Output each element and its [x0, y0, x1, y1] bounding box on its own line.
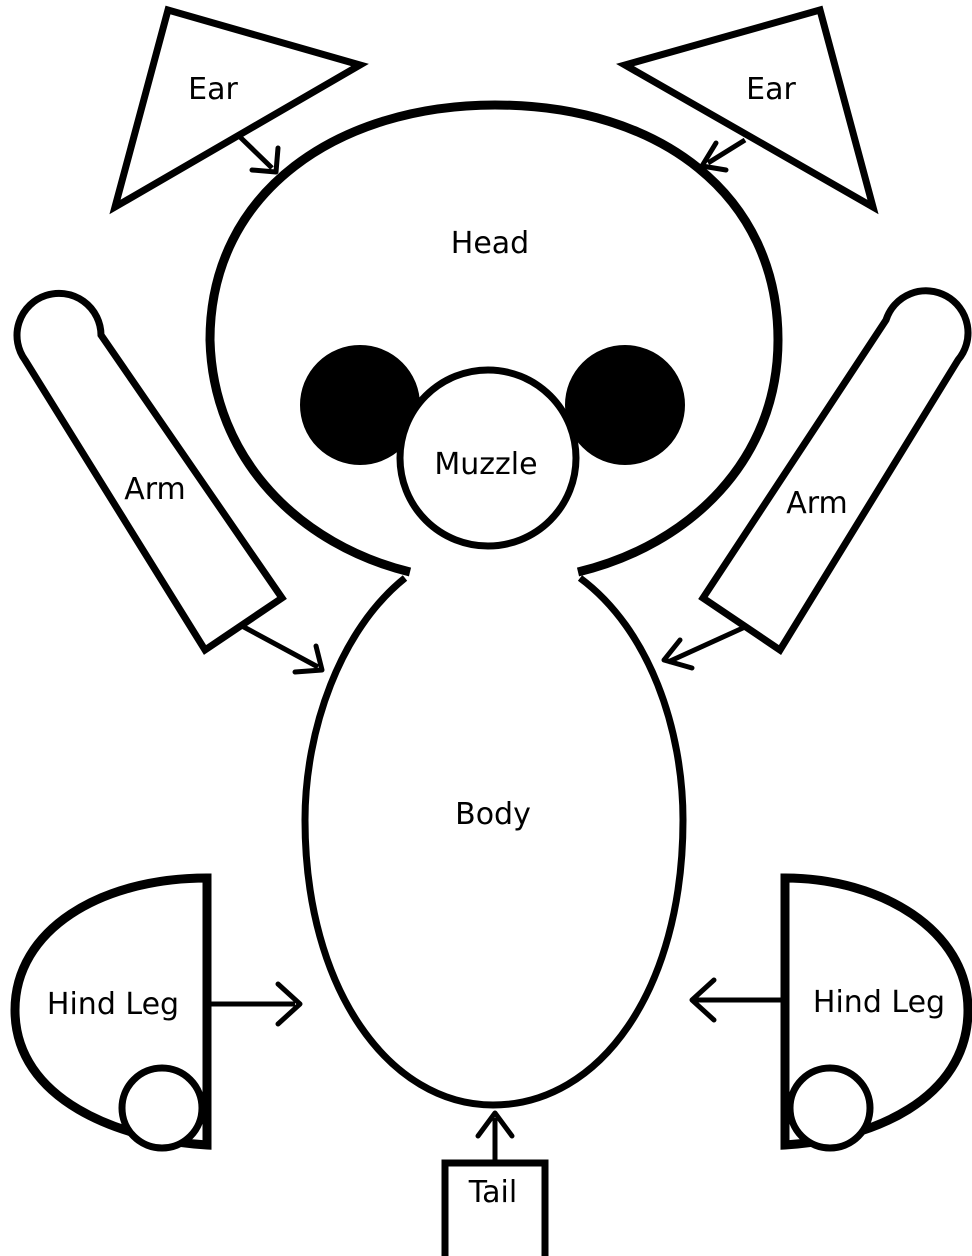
arrow-tail-to-body — [478, 1113, 512, 1163]
label-muzzle: Muzzle — [434, 447, 537, 482]
arrow-right-ear-to-head — [702, 140, 745, 170]
body-outline — [305, 578, 683, 1105]
arrow-left-arm-to-body — [242, 626, 322, 672]
label-ear-left: Ear — [188, 72, 238, 107]
label-head: Head — [451, 226, 529, 261]
arrow-right-arm-to-body — [664, 627, 745, 668]
right-eye — [566, 346, 684, 464]
arrow-right-hind-leg-to-body — [692, 980, 785, 1020]
label-hind-leg-left: Hind Leg — [47, 987, 179, 1022]
label-arm-right: Arm — [786, 486, 848, 521]
label-hind-leg-right: Hind Leg — [813, 985, 945, 1020]
label-body: Body — [455, 797, 531, 832]
arrow-left-ear-to-head — [240, 137, 278, 172]
right-arm-piece — [703, 291, 968, 650]
arrow-left-hind-leg-to-body — [207, 984, 300, 1024]
label-arm-left: Arm — [124, 472, 186, 507]
left-ear-triangle — [115, 10, 360, 207]
label-tail: Tail — [468, 1175, 517, 1210]
right-ear-triangle — [625, 10, 873, 207]
label-ear-right: Ear — [746, 72, 796, 107]
